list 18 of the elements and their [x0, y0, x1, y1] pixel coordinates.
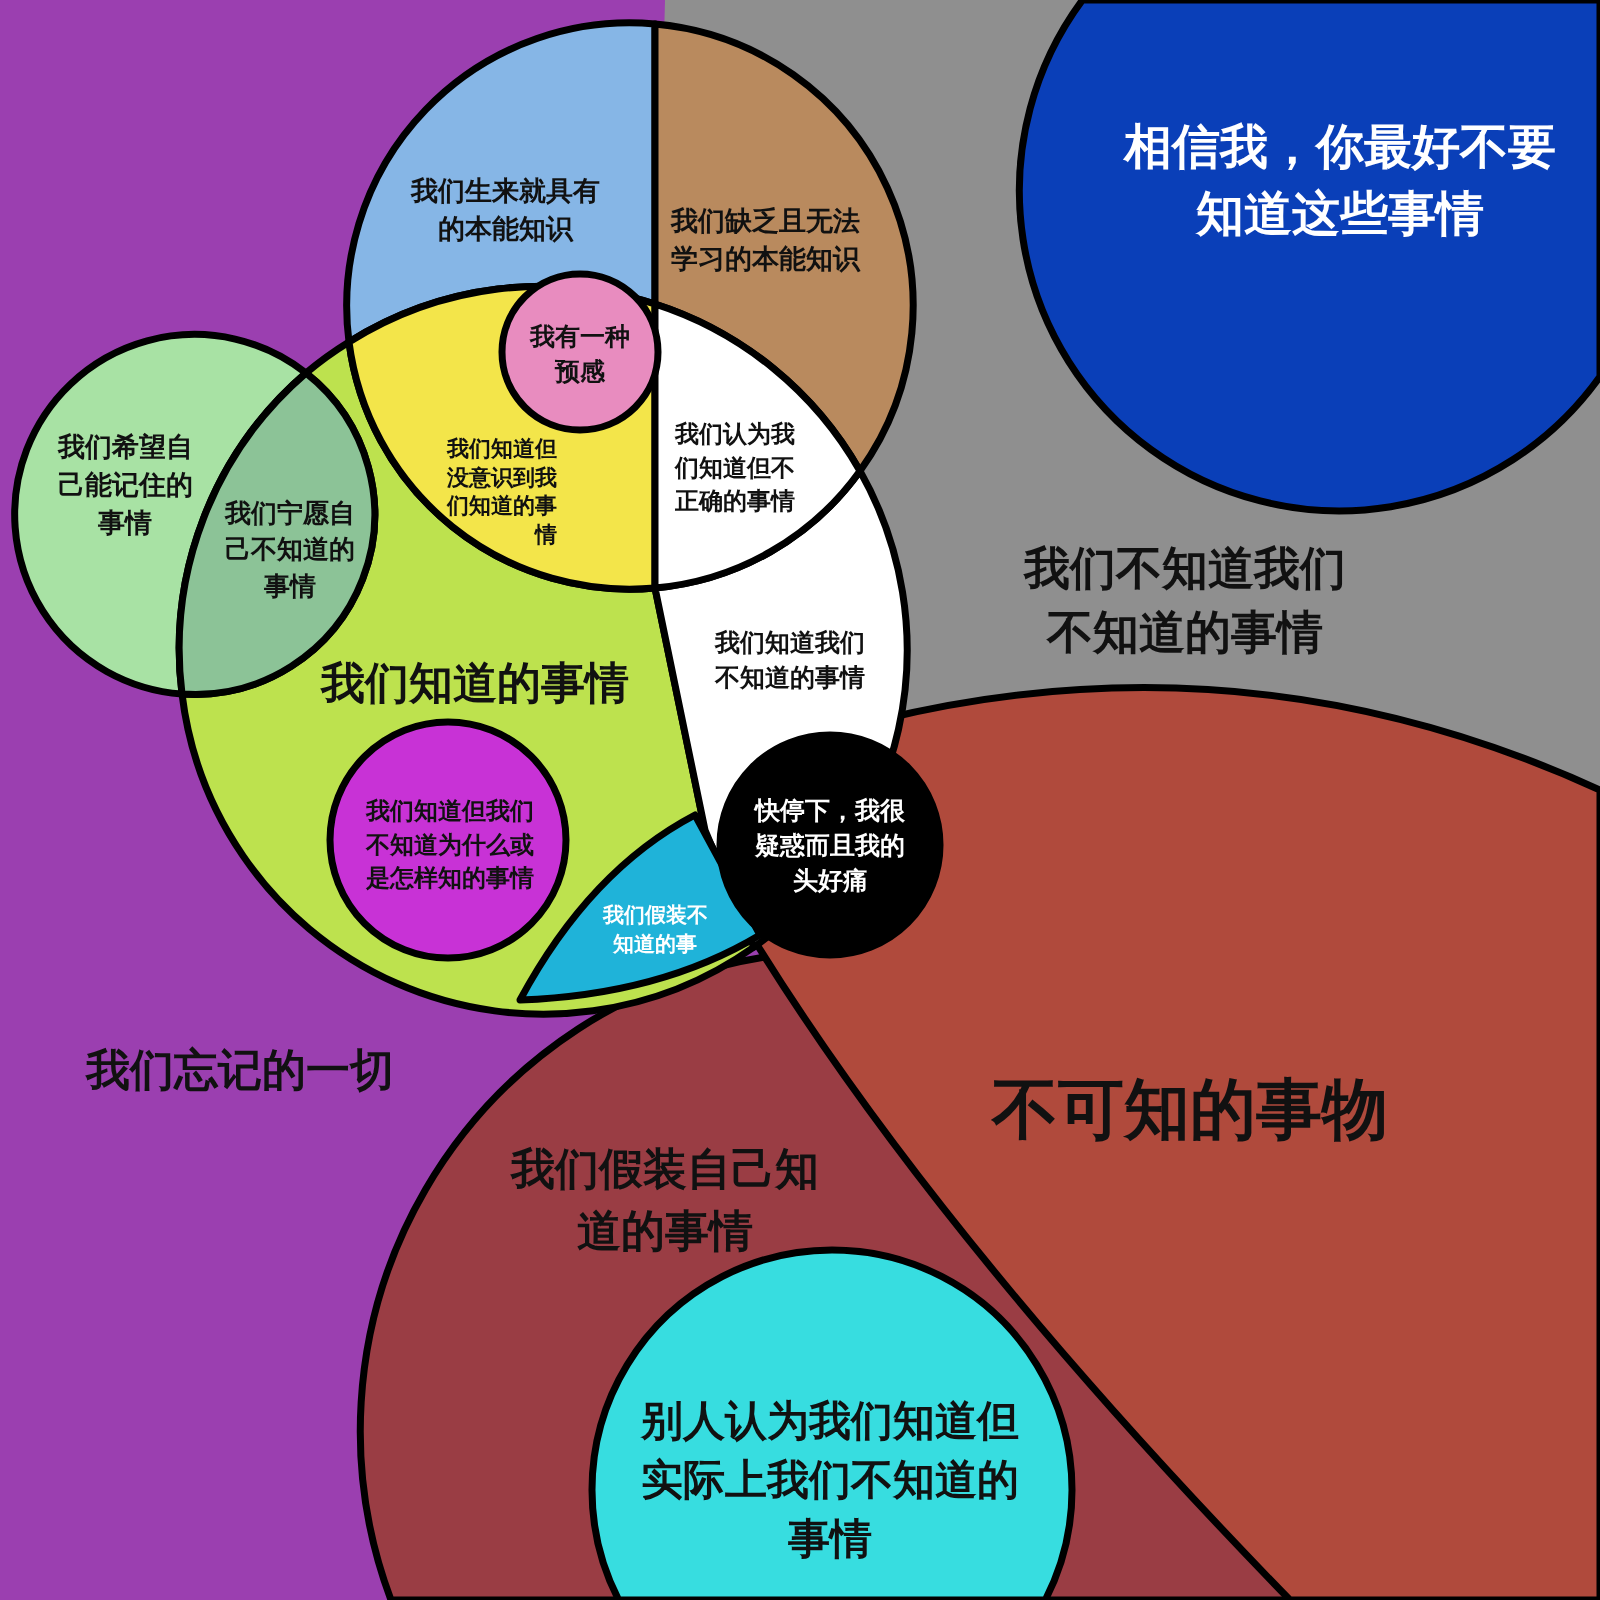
region-label: 我们忘记的一切 — [84, 1043, 395, 1098]
region-label: 我们认为我们知道但不正确的事情 — [673, 418, 796, 517]
region-label: 我有一种预感 — [528, 321, 631, 388]
region-label: 我们知道但我们不知道为什么或是怎样知的事情 — [364, 795, 535, 894]
region-label: 我们生来就具有的本能知识 — [409, 174, 601, 246]
region-label: 我们不知道我们不知道的事情 — [1022, 539, 1347, 661]
region-label: 我们知道但没意识到我们知道的事情 — [445, 434, 557, 549]
region-label: 相信我，你最好不要知道这些事情 — [1122, 116, 1557, 243]
region-label: 我们缺乏且无法学习的本能知识 — [669, 204, 862, 276]
region-label: 我们宁愿自己不知道的事情 — [223, 497, 356, 604]
region-label: 我们知道的事情 — [319, 656, 630, 711]
region-label: 快停下，我很疑惑而且我的头好痛 — [753, 794, 906, 897]
region-label: 不可知的事物 — [990, 1069, 1389, 1150]
region-label: 我们假装自己知道的事情 — [509, 1142, 820, 1258]
region-label: 我们知道我们不知道的事情 — [713, 627, 866, 694]
region-label: 别人认为我们知道但实际上我们不知道的事情 — [639, 1394, 1020, 1565]
region-label: 我们假装不知道的事 — [601, 901, 709, 958]
region-label: 我们希望自己能记住的事情 — [56, 430, 194, 540]
